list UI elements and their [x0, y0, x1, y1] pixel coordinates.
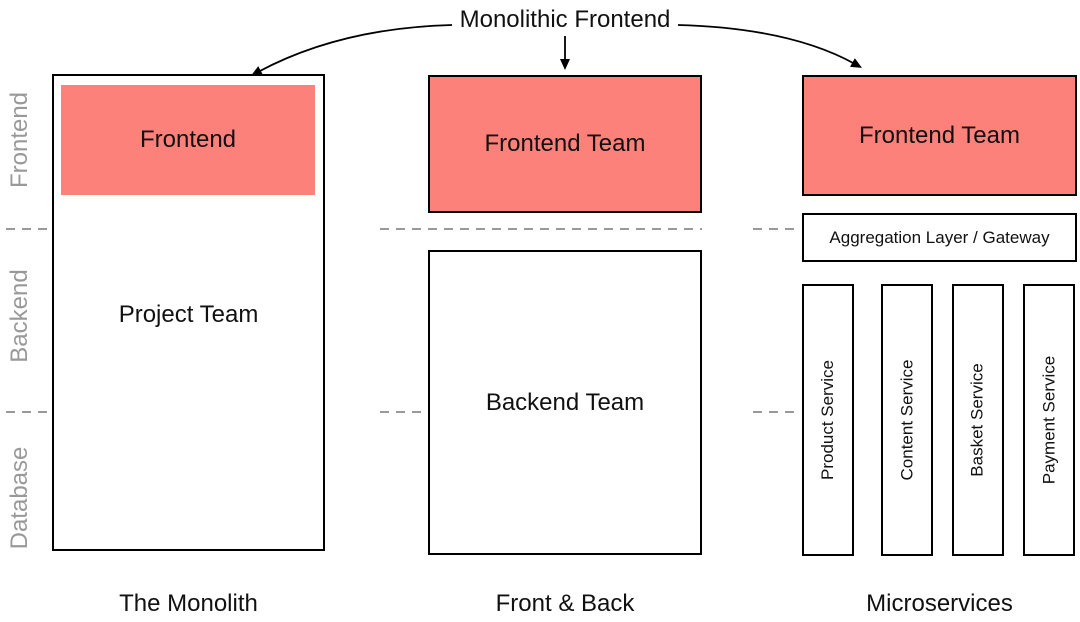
layer-label-database: Database	[6, 446, 33, 550]
caption-the-monolith: The Monolith	[119, 590, 258, 617]
payment-service-box: Payment Service	[1023, 284, 1075, 556]
micro-frontend-team-box: Frontend Team	[802, 75, 1077, 196]
monolith-frontend-box: Frontend	[61, 85, 315, 195]
frontback-frontend-team-label: Frontend Team	[484, 130, 646, 157]
frontback-backend-team-box: Backend Team	[428, 250, 702, 555]
frontback-frontend-team-box: Frontend Team	[428, 75, 702, 213]
content-service-label: Content Service	[897, 359, 917, 481]
arrow-title-to-microservices	[677, 24, 862, 68]
micro-frontend-team-label: Frontend Team	[859, 121, 1020, 149]
aggregation-gateway-label: Aggregation Layer / Gateway	[829, 227, 1050, 247]
project-team-label: Project Team	[118, 301, 259, 328]
monolith-frontend-label: Frontend	[139, 126, 237, 153]
arrow-title-to-monolith	[250, 24, 453, 76]
caption-front-and-back: Front & Back	[495, 590, 635, 617]
diagram-title: Monolithic Frontend	[459, 6, 671, 33]
payment-service-label: Payment Service	[1039, 355, 1058, 485]
caption-microservices: Microservices	[866, 590, 1013, 617]
product-service-label: Product Service	[818, 360, 837, 480]
layer-label-backend: Backend	[6, 269, 33, 363]
product-service-box: Product Service	[802, 284, 854, 556]
content-service-box: Content Service	[881, 284, 933, 556]
aggregation-gateway-box: Aggregation Layer / Gateway	[802, 213, 1077, 262]
layer-label-frontend: Frontend	[6, 91, 33, 189]
basket-service-label: Basket Service	[968, 363, 988, 477]
frontback-backend-team-label: Backend Team	[485, 388, 645, 416]
basket-service-box: Basket Service	[952, 284, 1004, 556]
